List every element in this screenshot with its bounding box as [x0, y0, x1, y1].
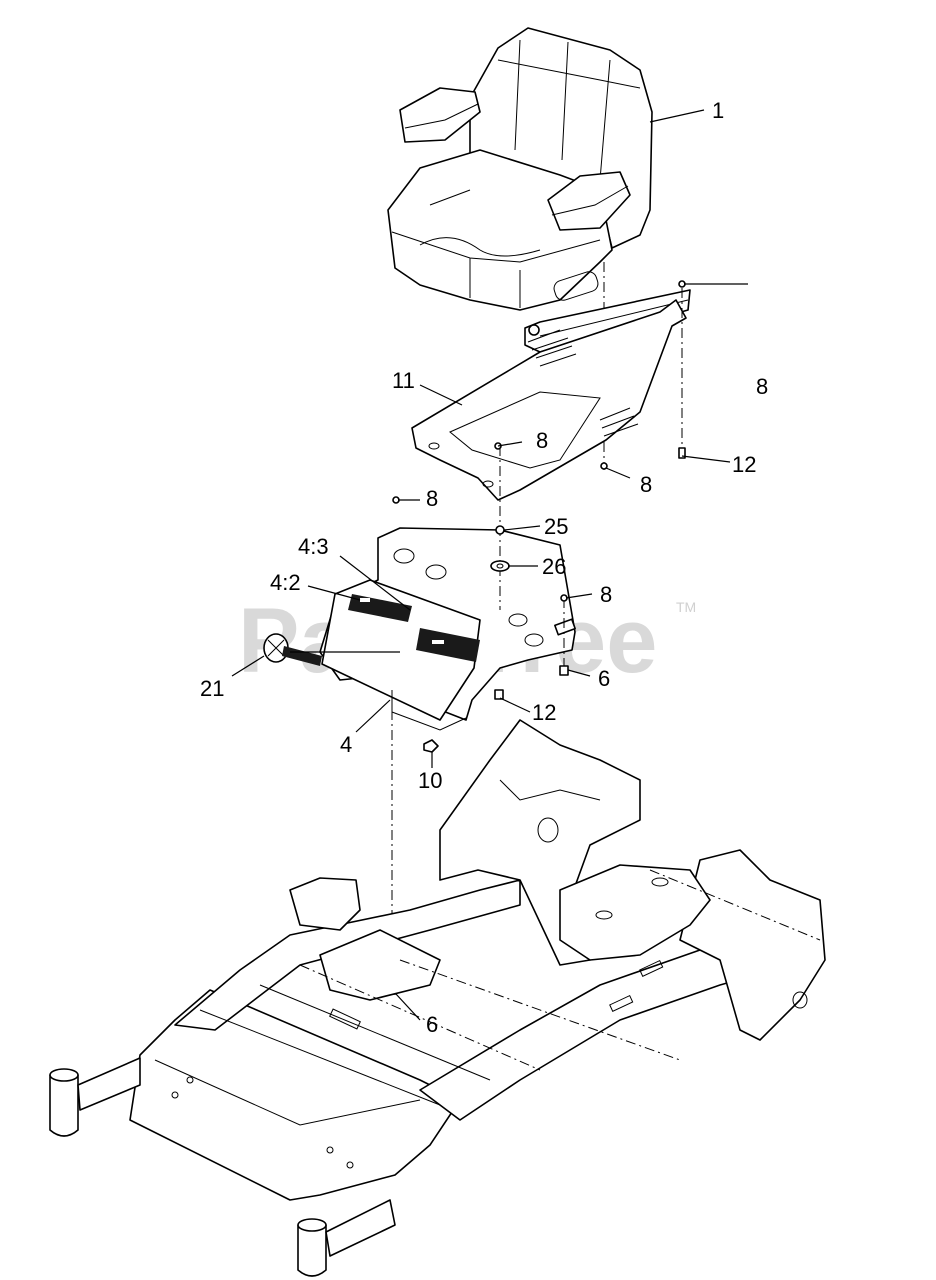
callout-bolt-6-b: 6	[426, 1012, 438, 1037]
callout-seat-plate-4: 4	[340, 732, 352, 757]
callout-washer-26: 26	[542, 554, 566, 579]
callout-seat: 1	[712, 98, 724, 123]
callout-bolt-12-b: 12	[532, 700, 556, 725]
callout-screw-8-d: 8	[426, 486, 438, 511]
leader-12-a	[681, 455, 731, 463]
leader-4-2	[307, 585, 361, 601]
leader-4	[355, 699, 391, 733]
callout-screw-8-b: 8	[536, 428, 548, 453]
leader-8-c	[605, 467, 631, 479]
callout-decal-4-3: 4:3	[298, 534, 329, 559]
seat-mount-plate[interactable]	[319, 527, 576, 731]
callout-labels: 1 11 8 8 12 8 8 25 4:3 26 4:2 8 21 6 12 …	[200, 98, 768, 1037]
leader-8-e	[565, 593, 593, 599]
watermark-trademark: TM	[676, 599, 696, 615]
leader-11	[419, 384, 463, 406]
callout-screw-8-c: 8	[640, 472, 652, 497]
callout-nut-10: 10	[418, 768, 442, 793]
leader-lines	[231, 109, 748, 1021]
emblem[interactable]	[263, 633, 322, 666]
callout-decal-4-2: 4:2	[270, 570, 301, 595]
callout-bolt-12-a: 12	[732, 452, 756, 477]
leader-6-a	[567, 669, 591, 677]
callout-nut-25: 25	[544, 514, 568, 539]
callout-screw-8-a: 8	[756, 374, 768, 399]
leader-1	[649, 109, 705, 123]
callout-seat-pan: 11	[392, 368, 415, 393]
callout-emblem-21: 21	[200, 676, 224, 701]
leader-8-b	[497, 441, 523, 447]
seat-pan[interactable]	[411, 270, 691, 501]
callout-screw-8-e: 8	[600, 582, 612, 607]
seat[interactable]	[387, 27, 653, 470]
leader-6-b	[395, 993, 421, 1021]
leader-25	[503, 525, 541, 531]
callout-bolt-6-a: 6	[598, 666, 610, 691]
leader-4-3	[339, 555, 411, 611]
mower-frame	[49, 719, 826, 1277]
leader-21	[231, 655, 265, 677]
leader-12-b	[499, 697, 531, 713]
